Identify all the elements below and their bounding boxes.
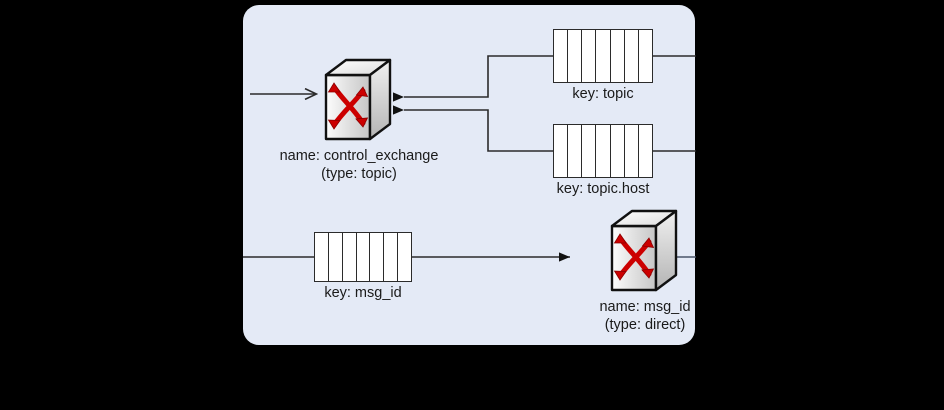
- mask-right-top: [696, 0, 944, 410]
- queue-topic-host-cells: [553, 124, 653, 178]
- connector-queue-topic-host-to-control-exchange: [393, 105, 553, 152]
- queue-msg-id-label: key: msg_id: [324, 285, 402, 301]
- control-exchange-type: (type: topic): [321, 166, 397, 183]
- control-exchange-node[interactable]: name: control_exchange (type: topic): [259, 57, 459, 183]
- queue-topic[interactable]: key: topic: [553, 29, 653, 102]
- control-exchange-caption: name: control_exchange (type: topic): [259, 147, 459, 183]
- queue-msg-id[interactable]: key: msg_id: [314, 232, 412, 301]
- queue-topic-label: key: topic: [572, 86, 634, 102]
- queue-msg-id-cells: [314, 232, 412, 282]
- msg-id-exchange-name: name: msg_id: [599, 299, 691, 315]
- control-exchange-name: name: control_exchange: [279, 148, 439, 164]
- queue-topic-host-label: key: topic.host: [556, 181, 650, 197]
- msg-id-exchange-type: (type: direct): [604, 317, 686, 334]
- connector-queue-topic-to-control-exchange: [393, 55, 553, 102]
- queue-topic-host[interactable]: key: topic.host: [553, 124, 653, 197]
- exchange-icon: [324, 58, 392, 141]
- mask-left: [0, 0, 243, 410]
- msg-id-exchange-caption: name: msg_id (type: direct): [545, 298, 745, 334]
- queue-topic-cells: [553, 29, 653, 83]
- exchange-icon: [610, 209, 678, 292]
